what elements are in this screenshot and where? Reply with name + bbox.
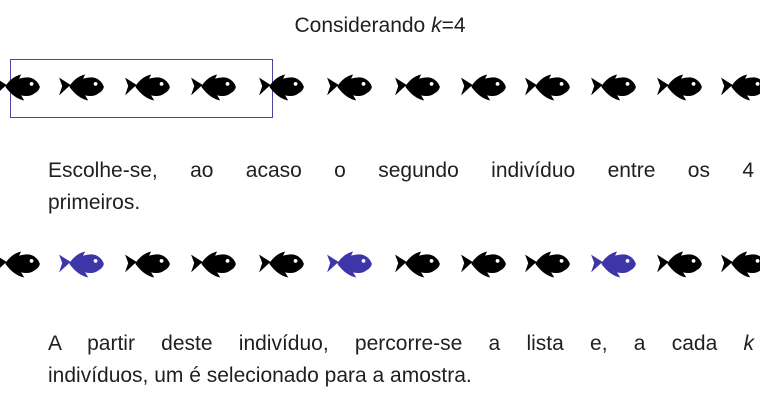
fish-icon-selected	[589, 246, 639, 282]
fish-icon-selected	[57, 246, 107, 282]
fish-icon	[459, 69, 509, 105]
fish-icon	[393, 246, 443, 282]
title-suffix: =4	[441, 14, 466, 37]
paragraph-systematic-selection-line2: indivíduos, um é selecionado para a amos…	[48, 364, 472, 387]
paragraph-systematic-selection: A partir deste indivíduo, percorre-se a …	[48, 328, 754, 392]
fish-icon	[459, 246, 509, 282]
fish-icon	[257, 246, 307, 282]
fish-icon	[0, 246, 43, 282]
fish-icon	[0, 69, 43, 105]
fish-icon	[257, 69, 307, 105]
fish-icon	[655, 246, 705, 282]
fish-icon	[57, 69, 107, 105]
fish-icon	[123, 69, 173, 105]
fish-icon	[325, 69, 375, 105]
paragraph-systematic-selection-line1: A partir deste indivíduo, percorre-se a …	[48, 328, 754, 360]
title-prefix: Considerando	[294, 14, 432, 37]
paragraph-choose-second-line1: Escolhe-se, ao acaso o segundo indivíduo…	[48, 159, 754, 182]
fish-icon	[719, 246, 760, 282]
paragraph2-variable-k: k	[743, 332, 755, 355]
fish-icon-selected	[325, 246, 375, 282]
fish-icon	[189, 69, 239, 105]
paragraph-choose-second: Escolhe-se, ao acaso o segundo indivíduo…	[48, 155, 754, 219]
title-variable-k: k	[431, 14, 442, 37]
fish-icon	[523, 69, 573, 105]
fish-row-sampled	[0, 246, 760, 286]
fish-icon	[719, 69, 760, 105]
paragraph-choose-second-line2: primeiros.	[48, 191, 141, 214]
paragraph2-line1-prefix: A partir deste indivíduo, percorre-se a …	[48, 332, 744, 355]
page-title: Considerando k=4	[0, 12, 760, 40]
fish-row-all	[0, 69, 760, 109]
fish-icon	[523, 246, 573, 282]
fish-icon	[393, 69, 443, 105]
fish-icon	[123, 246, 173, 282]
fish-icon	[589, 69, 639, 105]
fish-icon	[189, 246, 239, 282]
fish-icon	[655, 69, 705, 105]
